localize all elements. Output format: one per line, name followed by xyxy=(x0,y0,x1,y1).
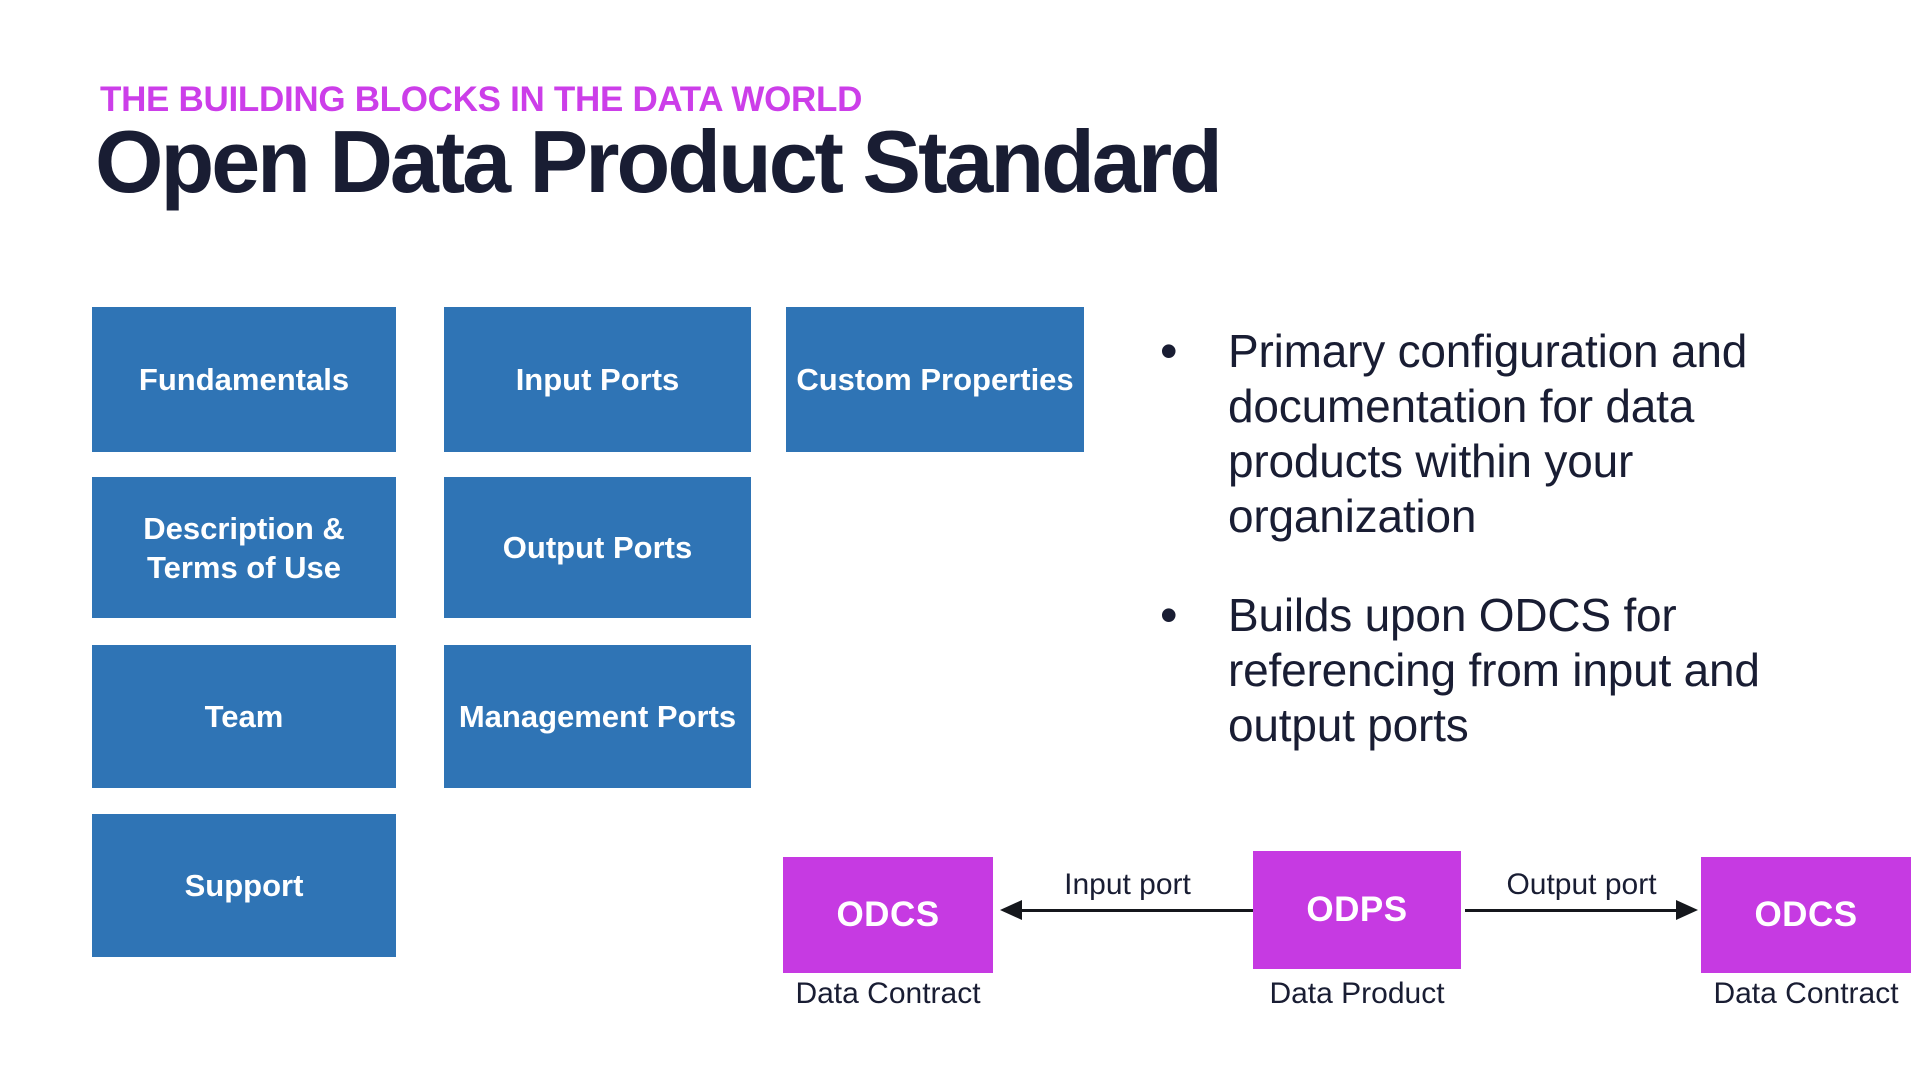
node-odps: ODPS xyxy=(1253,851,1461,969)
bullet-text: Primary configuration and documentation … xyxy=(1228,325,1748,542)
eyebrow-label: THE BUILDING BLOCKS IN THE DATA WORLD xyxy=(100,80,863,119)
module-box-support: Support xyxy=(92,814,396,957)
caption-data-contract-left: Data Contract xyxy=(795,977,981,1010)
module-label: Output Ports xyxy=(502,530,693,565)
module-label: Management Ports xyxy=(458,699,737,734)
bullet-list: • Primary configuration and documentatio… xyxy=(1160,324,1880,797)
bullet-text: Builds upon ODCS for referencing from in… xyxy=(1228,589,1760,751)
node-label: ODCS xyxy=(836,895,940,934)
arrowhead-left-icon xyxy=(1000,900,1022,920)
output-port-arrow-line xyxy=(1465,909,1678,912)
caption-data-contract-right: Data Contract xyxy=(1713,977,1899,1010)
page-title: Open Data Product Standard xyxy=(95,112,1223,211)
bullet-item: • Primary configuration and documentatio… xyxy=(1160,324,1880,544)
node-odcs-left: ODCS xyxy=(783,857,993,973)
bullet-dot-icon: • xyxy=(1160,323,1178,379)
module-box-management-ports: Management Ports xyxy=(444,645,751,788)
bullet-item: • Builds upon ODCS for referencing from … xyxy=(1160,588,1880,753)
module-box-input-ports: Input Ports xyxy=(444,307,751,452)
arrowhead-right-icon xyxy=(1676,900,1698,920)
input-port-arrow-line xyxy=(1018,909,1253,912)
module-box-description-terms: Description & Terms of Use xyxy=(92,477,396,618)
module-label: Fundamentals xyxy=(138,362,350,397)
module-box-team: Team xyxy=(92,645,396,788)
bullet-dot-icon: • xyxy=(1160,587,1178,643)
module-label: Custom Properties xyxy=(796,362,1074,397)
output-port-arrow-label: Output port xyxy=(1506,868,1657,901)
node-label: ODPS xyxy=(1306,890,1408,929)
module-label: Team xyxy=(204,699,284,734)
module-box-output-ports: Output Ports xyxy=(444,477,751,618)
node-odcs-right: ODCS xyxy=(1701,857,1911,973)
module-label: Description & Terms of Use xyxy=(143,510,345,585)
caption-data-product: Data Product xyxy=(1269,977,1445,1010)
module-label: Input Ports xyxy=(515,362,680,397)
module-label: Support xyxy=(184,868,304,903)
module-box-fundamentals: Fundamentals xyxy=(92,307,396,452)
module-box-custom-properties: Custom Properties xyxy=(786,307,1084,452)
node-label: ODCS xyxy=(1754,895,1858,934)
input-port-arrow-label: Input port xyxy=(1064,868,1191,901)
